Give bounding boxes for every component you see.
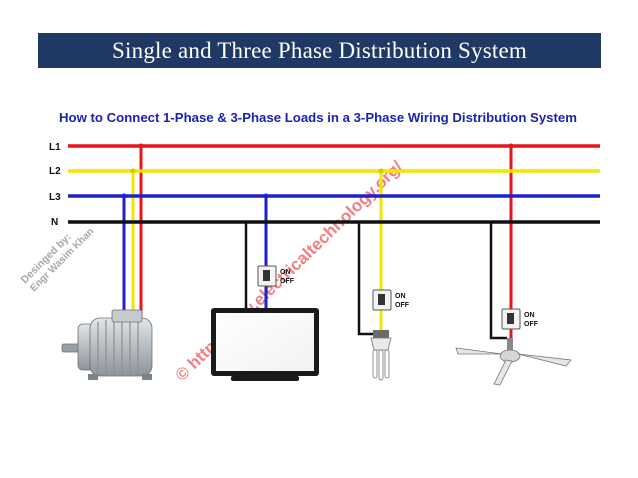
television-icon	[211, 308, 319, 381]
title-banner: Single and Three Phase Distribution Syst…	[38, 33, 601, 68]
tv-switch-off-label: OFF	[280, 278, 295, 285]
junction-dot	[378, 168, 384, 174]
line-label-n: N	[51, 217, 58, 228]
junction-dot	[138, 143, 144, 149]
line-label-l1: L1	[49, 142, 61, 153]
fan-switch-off-label: OFF	[524, 321, 539, 328]
slide-title: Single and Three Phase Distribution Syst…	[112, 37, 527, 63]
junction-dot	[508, 143, 514, 149]
line-label-l3: L3	[49, 192, 61, 203]
junction-dot	[263, 193, 269, 199]
tv-switch-on-label: ON	[280, 269, 291, 276]
junction-dot	[121, 193, 127, 199]
fan-switch[interactable]: ON OFF	[501, 308, 539, 330]
diagram-heading: How to Connect 1-Phase & 3-Phase Loads i…	[59, 110, 577, 125]
lamp-switch-on-label: ON	[395, 293, 406, 300]
tv-switch[interactable]: ON OFF	[257, 265, 295, 287]
lamp-switch[interactable]: ON OFF	[372, 289, 410, 311]
lamp-switch-off-label: OFF	[395, 302, 410, 309]
wiring-diagram: How to Connect 1-Phase & 3-Phase Loads i…	[16, 98, 620, 402]
line-label-l2: L2	[49, 166, 61, 177]
three-phase-motor-icon	[61, 309, 153, 380]
lamp-neutral-wire	[357, 222, 373, 336]
fan-switch-on-label: ON	[524, 312, 535, 319]
cfl-lamp-icon	[370, 330, 392, 381]
junction-dot	[130, 168, 136, 174]
fan-neutral-wire	[489, 222, 507, 340]
ceiling-fan-icon	[455, 338, 572, 386]
